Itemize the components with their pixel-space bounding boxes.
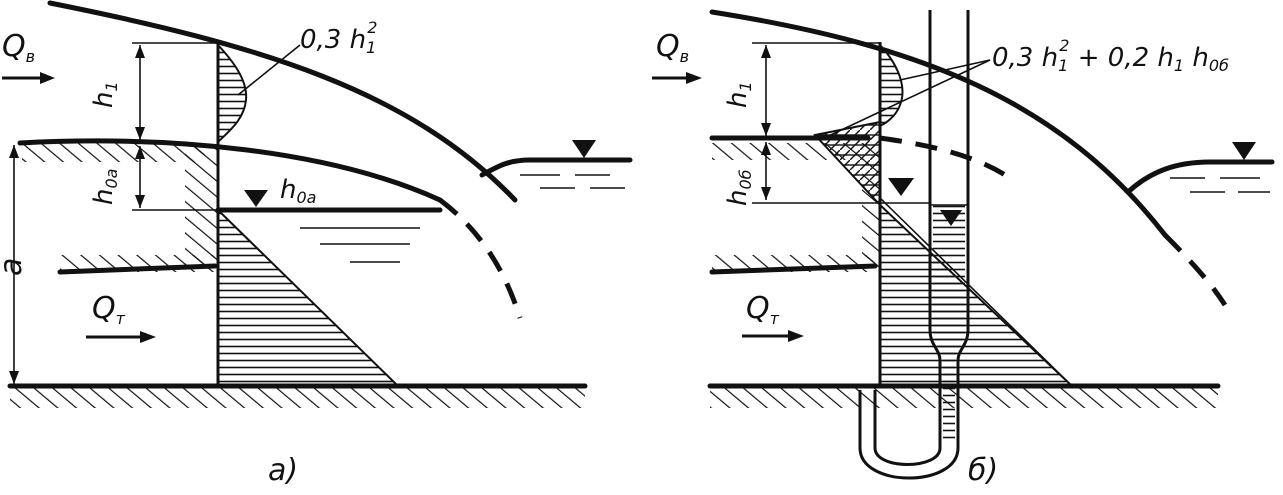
panel-b: Qв Qт h1 h0б 0,3 h12 + 0,2 h1 h0б б)	[652, 9, 1275, 488]
manometer-fluid	[933, 205, 965, 440]
pressure-bulge-a	[217, 42, 248, 145]
pool-triangle-a	[572, 140, 596, 158]
h1-label-a: h1	[89, 81, 121, 108]
panel-a: Qв Qт h1 h0a a h0a 0,3 h12 а)	[0, 0, 633, 488]
manometer-tube-inner	[858, 10, 970, 480]
dim-h1-arrow-top-b	[761, 45, 771, 58]
formula-leader-b2	[819, 59, 991, 141]
caption-a: а)	[268, 453, 298, 488]
dim-h0a-arrow-bot-a	[135, 195, 145, 208]
lower-nappe-dash-a	[438, 198, 523, 319]
water-hatch-a	[300, 227, 420, 263]
dim-a-arrow-bot-a	[9, 371, 19, 384]
flow-label-bottom-b: Qт	[746, 291, 780, 328]
pool-hatch-a	[520, 174, 625, 189]
pool-hatch-b	[1170, 177, 1270, 193]
ground-hatch-a	[10, 386, 585, 408]
upper-nappe-dash-b	[1163, 233, 1228, 307]
lower-nappe-a	[17, 138, 443, 203]
dim-h1-arrow-top-a	[135, 45, 145, 58]
sill-hatch-upper-a	[22, 143, 205, 162]
flow-label-top-b: Qв	[656, 29, 689, 66]
ground-hatch-b	[710, 386, 1218, 408]
pressure-triangle-b	[879, 202, 1075, 387]
formula-b: 0,3 h12 + 0,2 h1 h0б	[992, 36, 1229, 75]
dim-h0b-arrow-bot-b	[761, 187, 771, 200]
upper-nappe-b	[709, 9, 1168, 238]
dim-h0b-arrow-top-b	[761, 142, 771, 155]
flow-label-bottom-a: Qт	[92, 291, 126, 328]
dim-h1-arrow-bot-a	[135, 127, 145, 140]
upper-nappe-a	[47, 0, 518, 203]
flow-arrowhead-top-b	[686, 72, 702, 84]
a-label: a	[0, 258, 29, 276]
pressure-bulge-b	[879, 42, 904, 128]
flow-arrowhead-top-a	[40, 72, 55, 84]
flow-label-top-a: Qв	[2, 29, 35, 66]
flow-arrowhead-bot-a	[140, 331, 156, 343]
manometer-marker	[940, 210, 962, 226]
formula-a: 0,3 h12	[300, 18, 377, 57]
formula-leader-a	[237, 44, 301, 96]
manometer-tube-outer	[873, 10, 942, 466]
flow-arrowhead-bot-b	[788, 330, 804, 342]
sill-line-lower-a	[57, 263, 218, 275]
pressure-line-b	[879, 197, 1073, 387]
dim-h1-arrow-bot-b	[761, 123, 771, 136]
water-level-label-a: h0a	[280, 175, 316, 207]
lower-nappe-dash-b	[879, 135, 1012, 181]
h0b-label-b: h0б	[723, 169, 755, 206]
dim-a-arrow-top-a	[9, 145, 19, 158]
pressure-wedge-b	[813, 120, 881, 208]
formula-leader-b1	[899, 59, 991, 81]
pool-triangle-b	[1232, 142, 1256, 160]
dim-h0a-arrow-top-a	[135, 146, 145, 159]
water-marker-b	[888, 178, 914, 196]
downstream-pool-a	[479, 157, 633, 178]
wall-a	[185, 145, 218, 268]
caption-b: б)	[968, 453, 998, 488]
sill-line-lower-b	[709, 263, 878, 275]
water-marker-a	[244, 190, 268, 207]
pressure-triangle-a	[217, 207, 401, 387]
downstream-pool-b	[1125, 159, 1275, 195]
h0a-label-a: h0a	[89, 169, 121, 205]
h1-label-b: h1	[723, 81, 755, 108]
